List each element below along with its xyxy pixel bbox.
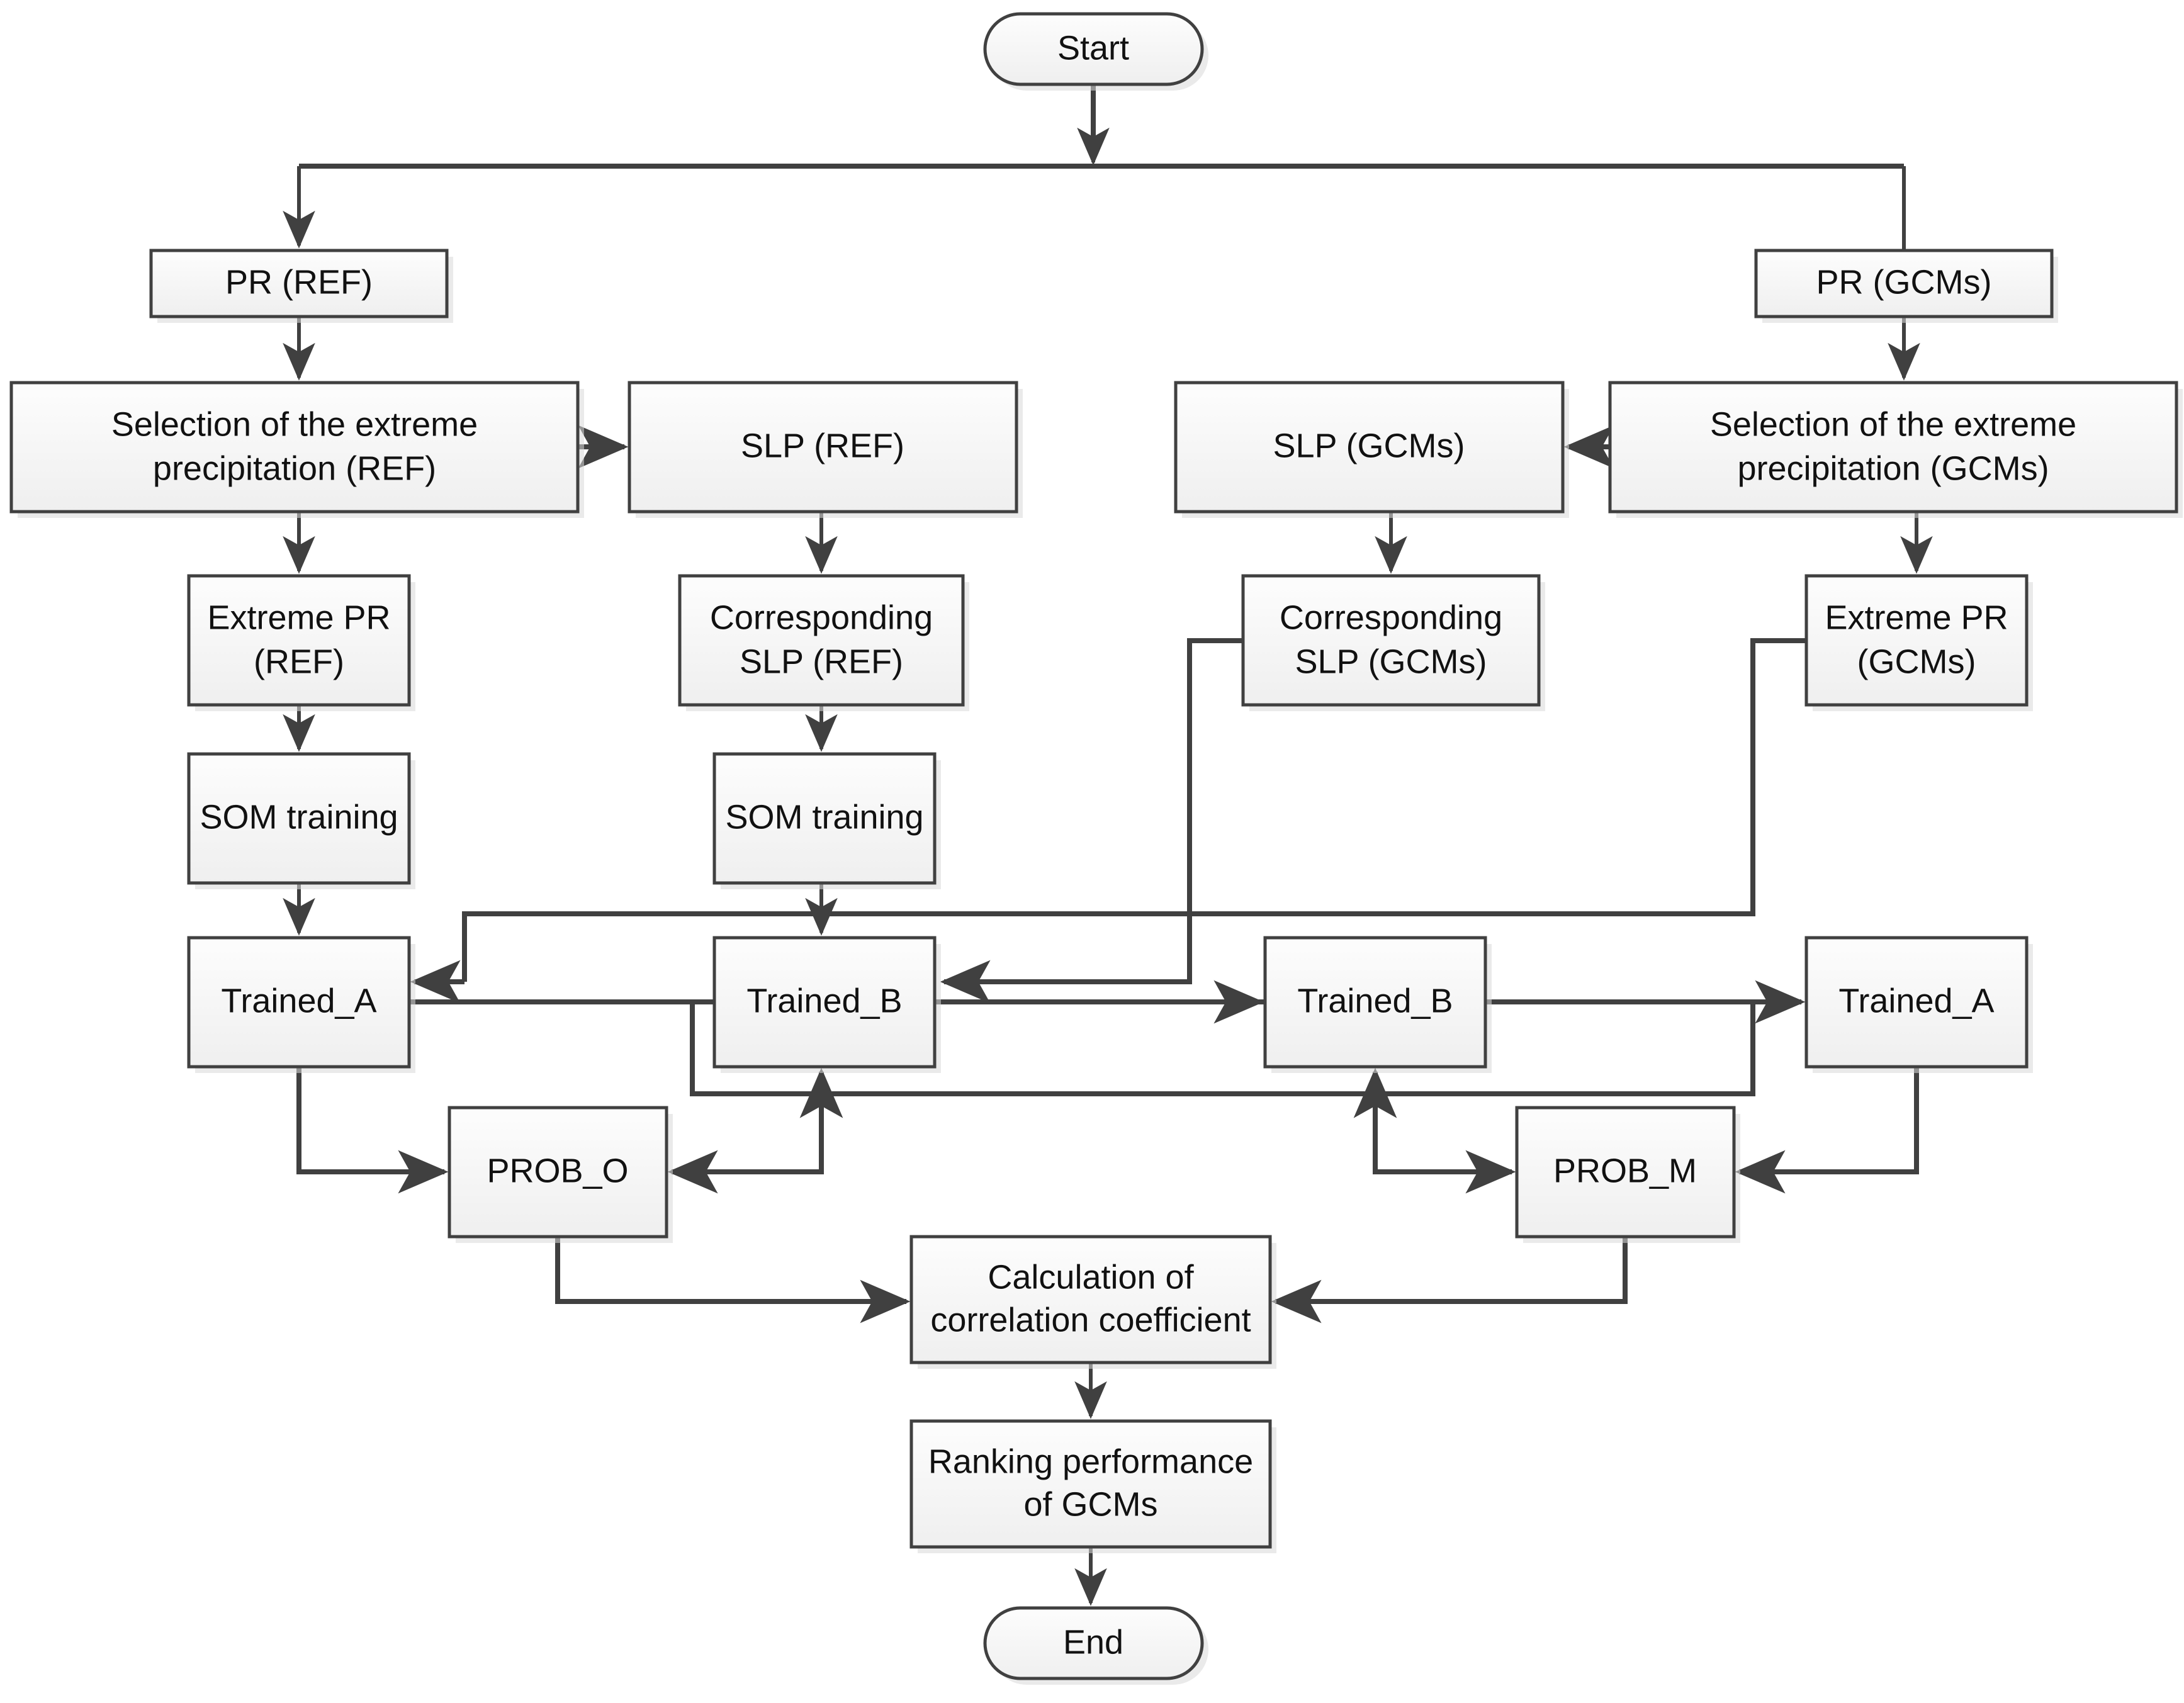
node-extreme-pr-gcms[interactable]: Extreme PR (GCMs)	[1804, 574, 2033, 711]
node-slp-ref-label: SLP (REF)	[741, 427, 904, 464]
node-end-label: End	[1063, 1623, 1123, 1661]
node-slp-ref[interactable]: SLP (REF)	[628, 381, 1023, 518]
node-selection-ref[interactable]: Selection of the extreme precipitation (…	[9, 381, 584, 518]
edge-trained-b-r-to-prob-m	[1373, 1094, 1516, 1194]
node-corresponding-slp-ref[interactable]: Corresponding SLP (REF)	[678, 574, 969, 711]
node-pr-gcms[interactable]: PR (GCMs)	[1754, 249, 2058, 323]
node-corresponding-slp-gcms-label-line2: SLP (GCMs)	[1295, 643, 1487, 680]
node-ranking-performance-label-line2: of GCMs	[1023, 1485, 1157, 1523]
edge-lower-bus-to-trained-b-l	[692, 1067, 843, 1118]
edge-ext-pr-gcms-to-bus	[821, 638, 1806, 916]
edge-trained-a-l-to-prob-o	[296, 1067, 449, 1194]
node-start-label: Start	[1057, 29, 1129, 67]
node-slp-gcms[interactable]: SLP (GCMs)	[1174, 381, 1569, 518]
node-som-training-slp-ref-label: SOM training	[725, 798, 923, 836]
edge-prob-m-to-calc	[1271, 1237, 1628, 1324]
node-extreme-pr-ref-label-line2: (REF)	[254, 643, 344, 680]
node-corresponding-slp-ref-label-line2: SLP (REF)	[740, 643, 903, 680]
node-selection-gcms[interactable]: Selection of the extreme precipitation (…	[1608, 381, 2183, 518]
node-calculation-correlation-label-line1: Calculation of	[988, 1258, 1194, 1296]
node-trained-a-left[interactable]: Trained_A	[187, 936, 415, 1073]
node-selection-ref-label-line1: Selection of the extreme	[111, 405, 478, 443]
node-trained-b-right[interactable]: Trained_B	[1263, 936, 1492, 1073]
node-slp-gcms-label: SLP (GCMs)	[1273, 427, 1465, 464]
node-calculation-correlation-label-line2: correlation coefficient	[930, 1301, 1251, 1339]
node-pr-gcms-label: PR (GCMs)	[1816, 263, 1992, 301]
node-prob-m[interactable]: PROB_M	[1515, 1106, 1740, 1243]
node-corresponding-slp-ref-label-line1: Corresponding	[710, 599, 933, 636]
node-prob-o-label: PROB_O	[487, 1152, 628, 1189]
edge-corr-slp-gcms-to-trained-b-l	[940, 638, 1243, 1004]
edge-layer	[283, 84, 1933, 1606]
node-extreme-pr-ref-label-line1: Extreme PR	[207, 599, 390, 636]
node-som-training-slp-ref[interactable]: SOM training	[712, 752, 941, 889]
edge-trained-a-r-to-prob-m	[1735, 1067, 1919, 1194]
node-trained-b-left[interactable]: Trained_B	[712, 936, 941, 1073]
node-extreme-pr-gcms-label-line1: Extreme PR	[1825, 599, 2008, 636]
node-som-training-ref-label: SOM training	[200, 798, 398, 836]
edge-trained-a-l-to-trained-a-r	[409, 999, 1755, 1094]
node-pr-ref[interactable]: PR (REF)	[149, 249, 453, 323]
node-som-training-ref[interactable]: SOM training	[187, 752, 415, 889]
node-ranking-performance-label-line1: Ranking performance	[928, 1442, 1253, 1480]
node-trained-b-right-label: Trained_B	[1297, 982, 1453, 1020]
node-prob-o[interactable]: PROB_O	[447, 1106, 673, 1243]
node-ranking-performance[interactable]: Ranking performance of GCMs	[909, 1419, 1276, 1553]
node-end[interactable]: End	[983, 1606, 1208, 1685]
node-calculation-correlation[interactable]: Calculation of correlation coefficient	[909, 1235, 1276, 1369]
edge-prob-o-to-calc	[555, 1237, 911, 1324]
node-corresponding-slp-gcms-label-line1: Corresponding	[1280, 599, 1502, 636]
node-extreme-pr-gcms-label-line2: (GCMs)	[1857, 643, 1976, 680]
node-selection-gcms-label-line1: Selection of the extreme	[1710, 405, 2076, 443]
node-selection-gcms-label-line2: precipitation (GCMs)	[1737, 449, 2049, 487]
node-trained-b-left-label: Trained_B	[746, 982, 902, 1020]
edge-bus-som-slp-left	[462, 911, 821, 982]
node-extreme-pr-ref[interactable]: Extreme PR (REF)	[187, 574, 415, 711]
node-corresponding-slp-gcms[interactable]: Corresponding SLP (GCMs)	[1241, 574, 1545, 711]
edge-lower-bus	[690, 1002, 1755, 1096]
node-trained-a-right[interactable]: Trained_A	[1804, 936, 2033, 1073]
node-prob-m-label: PROB_M	[1553, 1152, 1697, 1189]
node-trained-a-right-label: Trained_A	[1838, 982, 1994, 1020]
node-pr-ref-label: PR (REF)	[225, 263, 373, 301]
edge-trained-b-l-to-prob-o	[667, 1094, 824, 1194]
node-start[interactable]: Start	[983, 12, 1208, 91]
node-trained-a-left-label: Trained_A	[221, 982, 376, 1020]
node-selection-ref-label-line2: precipitation (REF)	[153, 449, 436, 487]
